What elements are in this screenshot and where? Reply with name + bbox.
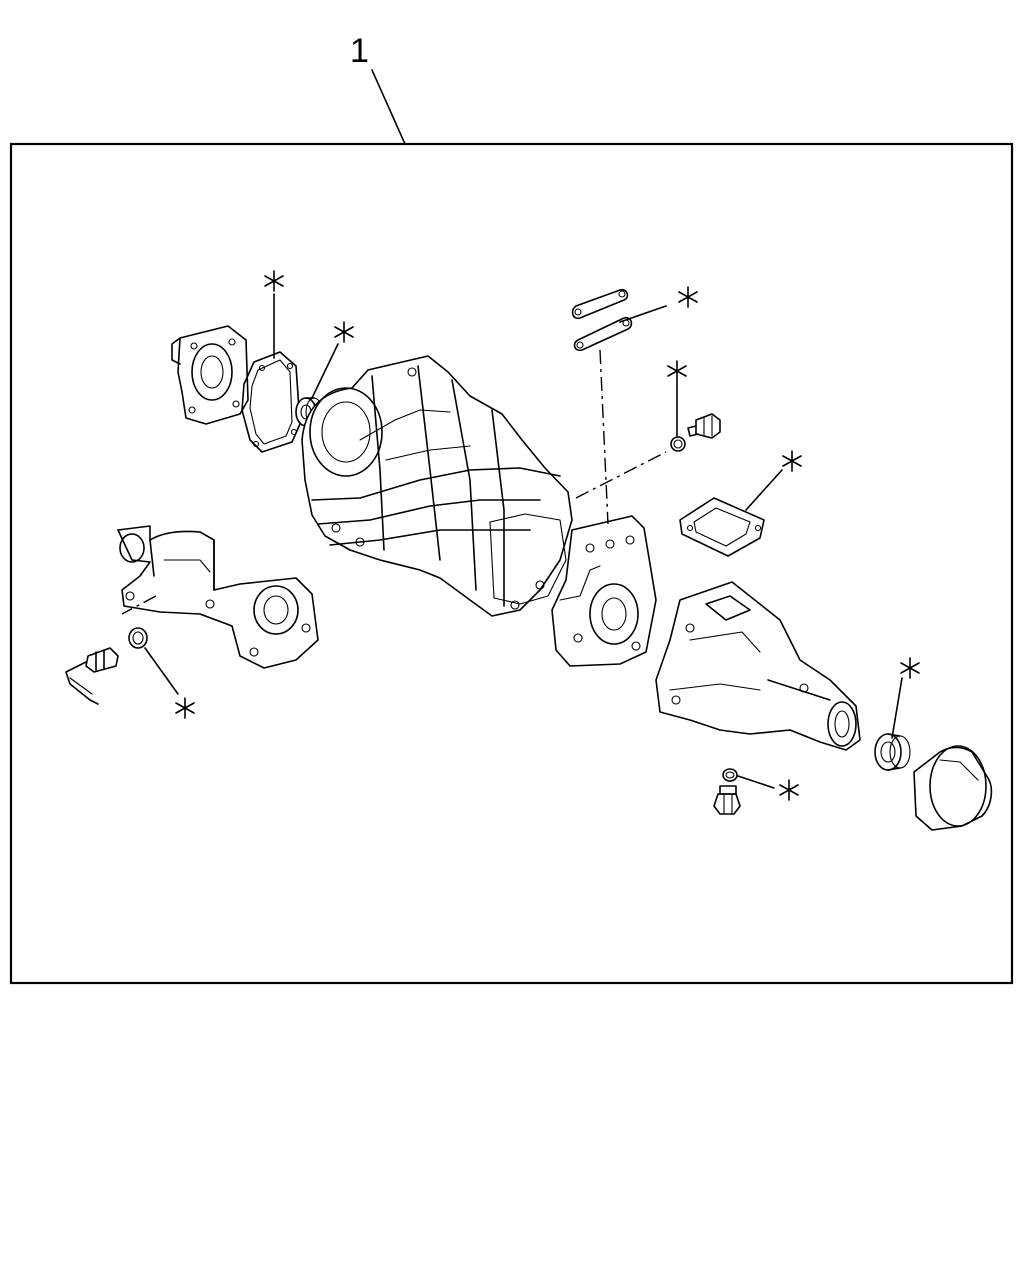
- asterisk-icon: [667, 360, 687, 382]
- callout-number: 1: [350, 32, 369, 70]
- asterisk-icon: [779, 779, 799, 801]
- sensor-o-ring: [128, 627, 148, 649]
- clutch-housing: [117, 525, 319, 669]
- asterisk-icon: [264, 270, 284, 292]
- shift-rail-links: [571, 288, 633, 352]
- kit-marker-leaders: [144, 293, 903, 789]
- transmission-case: [301, 355, 573, 617]
- rear-oil-seal: [874, 733, 911, 771]
- drain-plug-washer: [670, 436, 686, 452]
- output-sleeve: [913, 745, 993, 831]
- asterisk-icon: [175, 697, 195, 719]
- extension-plug-washer: [722, 768, 738, 782]
- extension-plug: [713, 785, 741, 815]
- speed-sensor: [65, 647, 119, 705]
- intermediate-plate: [551, 515, 657, 667]
- assembly-center-lines: [121, 349, 667, 615]
- front-bearing-retainer: [171, 325, 249, 425]
- callout-leader: [371, 69, 406, 145]
- kit-frame: [9, 142, 1014, 985]
- asterisk-icon: [678, 286, 698, 308]
- asterisk-icon: [782, 450, 802, 472]
- drain-plug: [687, 413, 721, 439]
- retainer-gasket: [241, 351, 301, 453]
- cover-gasket: [679, 497, 765, 557]
- asterisk-icon: [334, 321, 354, 343]
- extension-housing: [655, 581, 861, 751]
- asterisk-icon: [900, 657, 920, 679]
